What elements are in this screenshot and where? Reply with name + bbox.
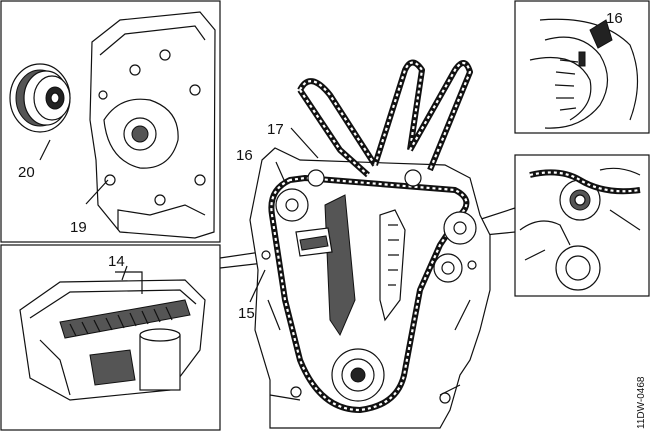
callout-19: 19 [70, 219, 87, 236]
inset-cam-sprocket-panel [514, 154, 650, 297]
inset-tensioner-panel: 14 [0, 244, 221, 431]
figure-code: 11DW-0468 [636, 376, 647, 429]
engine-front-view: 15 16 17 [236, 59, 491, 429]
callout-17: 17 [267, 121, 284, 138]
callout-16-inset: 16 [606, 10, 623, 27]
callout-16-main: 16 [236, 147, 253, 164]
callout-15: 15 [238, 305, 255, 322]
crank-sprocket-part-20 [9, 63, 71, 133]
callout-14: 14 [108, 253, 125, 270]
inset-timing-cover-panel: 20 19 [0, 0, 221, 243]
inset-cam-mark-panel: 16 [514, 0, 650, 134]
callout-20: 20 [18, 164, 35, 181]
